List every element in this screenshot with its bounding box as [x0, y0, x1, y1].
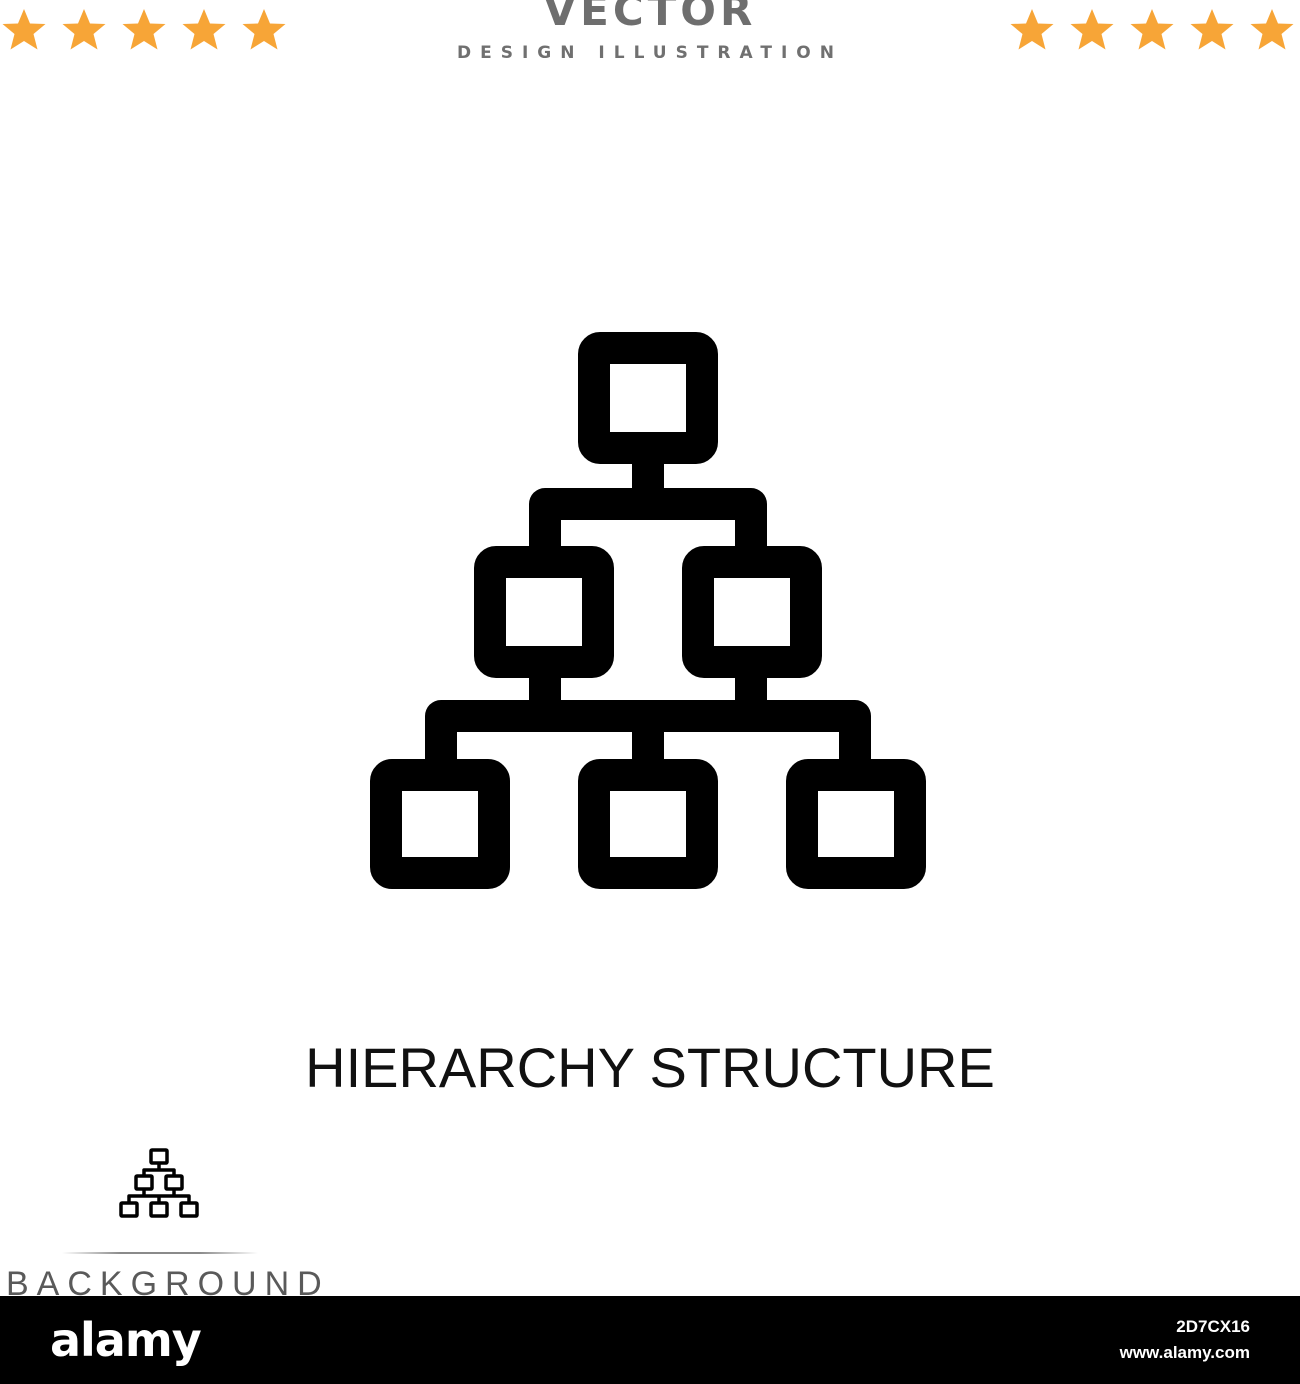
hierarchy-structure-icon — [370, 332, 926, 889]
alamy-logo: alamy — [50, 1313, 202, 1367]
hierarchy-structure-small-icon — [119, 1148, 199, 1218]
hierarchy-node-top — [578, 332, 718, 464]
header-subtitle: DESIGN ILLUSTRATION — [457, 43, 843, 63]
header-title: VECTOR — [543, 0, 757, 35]
footer-url[interactable]: www.alamy.com — [1119, 1343, 1250, 1362]
divider — [62, 1252, 258, 1254]
star-icon — [1068, 6, 1116, 54]
rating-stars-right — [1008, 6, 1300, 56]
star-icon — [0, 6, 48, 54]
star-icon — [60, 6, 108, 54]
hierarchy-node-bottom-left — [370, 759, 510, 889]
rating-stars-left — [0, 6, 300, 56]
image-id: 2D7CX16 — [1176, 1317, 1250, 1336]
star-icon — [1128, 6, 1176, 54]
star-icon — [1008, 6, 1056, 54]
hierarchy-node-bottom-right — [786, 759, 926, 889]
star-icon — [240, 6, 288, 54]
star-icon — [180, 6, 228, 54]
star-icon — [1248, 6, 1296, 54]
hierarchy-node-bottom-center — [578, 759, 718, 889]
hierarchy-node-middle-right — [682, 546, 822, 678]
star-icon — [120, 6, 168, 54]
star-icon — [1188, 6, 1236, 54]
hierarchy-node-middle-left — [474, 546, 614, 678]
footer-bar: alamy 2D7CX16 www.alamy.com — [0, 1296, 1300, 1384]
icon-title: HIERARCHY STRUCTURE — [305, 1036, 995, 1099]
